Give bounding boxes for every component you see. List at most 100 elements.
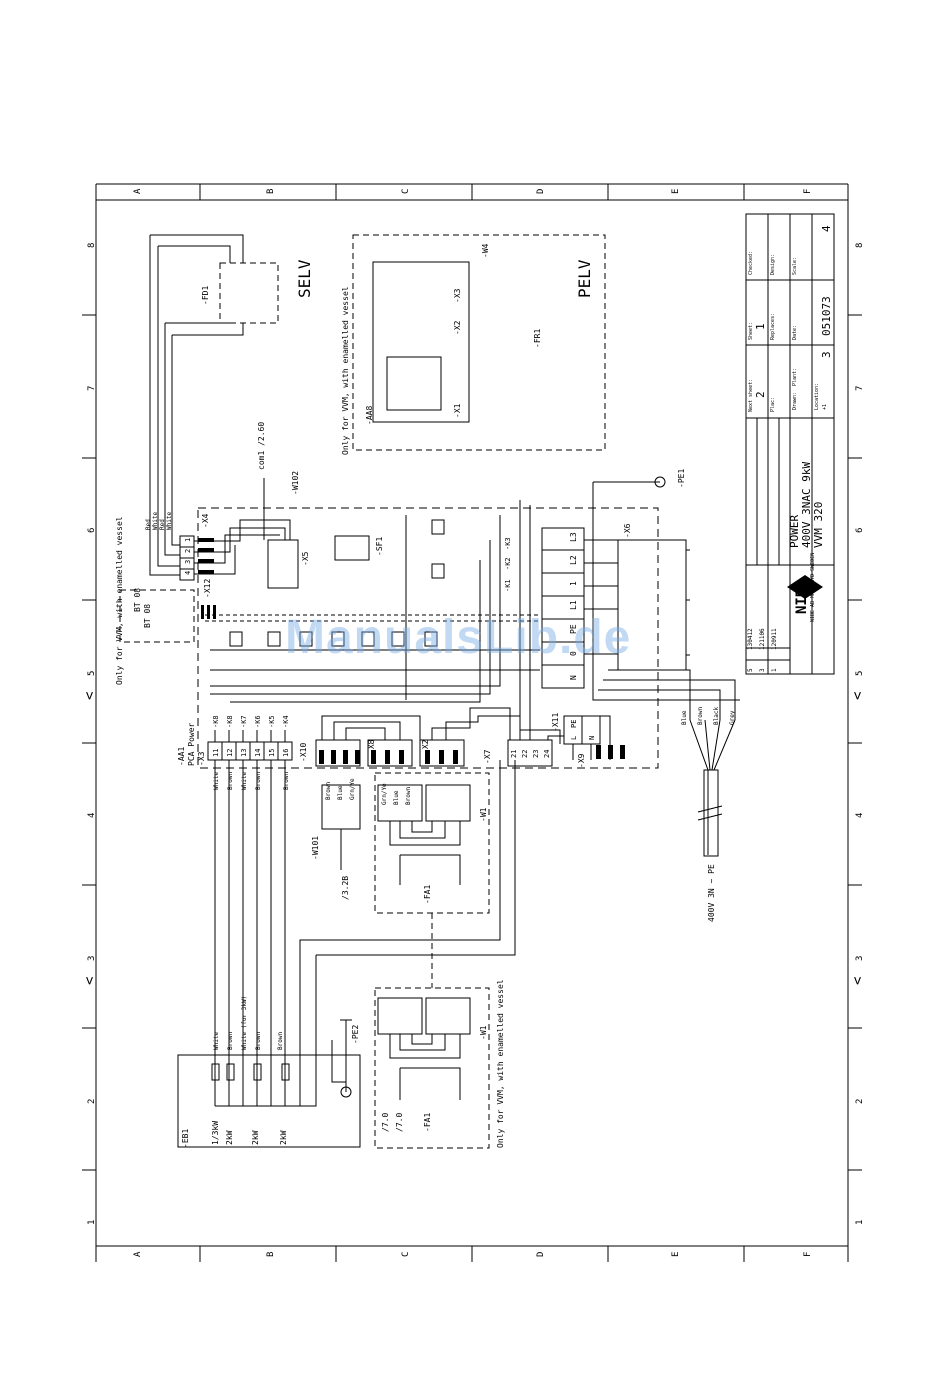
pelv-box — [352, 234, 606, 451]
fd1-label: -FD1 — [201, 286, 210, 305]
x6-term-0: 0 — [569, 651, 578, 656]
w101-label: -W101 — [311, 836, 320, 860]
eb1-wire-4: Brown — [255, 1032, 262, 1050]
grid-col-c-top: C — [401, 189, 411, 194]
x12-label: -X12 — [203, 579, 212, 598]
x5-label: -X5 — [301, 551, 310, 566]
grid-row-1-left: 1 — [87, 1220, 97, 1225]
k3-label: -K3 — [504, 537, 512, 550]
cable-black: Black — [713, 707, 720, 725]
grid-col-f-top: F — [803, 189, 813, 194]
fa1-enamelled-note: Only for VVM, with enamelled vessel — [496, 979, 505, 1148]
x10-wire-1: Brown — [325, 782, 332, 800]
x3-term-13: 13 — [240, 749, 248, 757]
grid-row-5-left: 5 — [87, 671, 97, 676]
x11-term-l: L — [570, 736, 578, 740]
x3-wire-5: Brown — [283, 772, 290, 790]
eb1-rating-1: 1/3kW — [211, 1121, 220, 1145]
x4-label: -X4 — [201, 513, 210, 528]
grid-col-d-bottom: D — [536, 1252, 546, 1257]
fa1-upper-label: -FA1 — [423, 885, 432, 904]
x11-term-pe: PE — [570, 720, 578, 728]
tb-next-sheet-label: Next sheet: — [748, 379, 754, 412]
w1-upper-label: -W1 — [479, 807, 488, 822]
w1-lower-label: -W1 — [479, 1025, 488, 1040]
sf1-label: -SF1 — [375, 537, 384, 556]
grid-row-3-right: 3 — [855, 956, 865, 961]
aa1-label: -AA1 — [177, 747, 186, 766]
x7-term-23: 23 — [532, 750, 540, 758]
sheet-number: 3 — [820, 351, 833, 358]
bt-enamelled-note: Only for VVM, with enamelled vessel — [115, 516, 124, 685]
eb1-rating-2: 2kW — [225, 1130, 234, 1145]
revision-number: 4 — [820, 225, 833, 232]
center-arrow-left-5: < — [82, 692, 98, 700]
rev-row-1-date: 130412 — [747, 628, 754, 650]
company-address: NIBE AB MARKARYD SWEDEN — [810, 553, 816, 622]
supply-label: 400V 3N ~ PE — [707, 864, 716, 922]
watermark: ManualsLib.de — [285, 611, 632, 664]
pelv-enamelled-note: Only for VVM, with enamelled vessel — [341, 286, 350, 455]
drawing-number: 051073 — [820, 296, 833, 336]
ref-328-label: /3.2B — [341, 876, 350, 900]
grid-col-d-top: D — [536, 189, 546, 194]
tb-plac-label: Plac: — [770, 397, 776, 412]
eb1-rating-3: 2kW — [251, 1130, 260, 1145]
rev-row-3-date: 120911 — [771, 628, 778, 650]
eb1-wire-1: White — [213, 1032, 220, 1050]
tb-date-label: Date: — [792, 325, 798, 340]
selv-label: SELV — [295, 259, 314, 298]
aa8-board — [372, 261, 470, 423]
tb-checked-label: Checked: — [748, 251, 754, 275]
x4-wire-4: White — [166, 512, 173, 530]
tb-location-value: +1 — [822, 404, 828, 410]
x11-label: -X11 — [551, 713, 560, 732]
x2-pelv-label: -X2 — [453, 320, 462, 335]
grid-row-7-right: 7 — [855, 386, 865, 391]
x4-term-4: 4 — [184, 571, 192, 575]
x3-k-1: -K8 — [212, 715, 220, 728]
x6-term-l1: L1 — [569, 600, 578, 610]
bt-label-2: BT 08 — [143, 604, 152, 628]
tb-scale-label: Scale: — [792, 257, 798, 275]
x7-label: -X7 — [483, 749, 492, 764]
w4-label: -W4 — [481, 243, 490, 258]
tb-sheet-label: Sheet: — [748, 322, 754, 340]
title-line-2: 400V 3NAC 9kW — [800, 462, 813, 548]
ref-70-label-2: /7.0 — [395, 1113, 404, 1132]
grid-col-e-bottom: E — [671, 1252, 681, 1257]
x1-pelv-label: -X1 — [453, 403, 462, 418]
rev-row-1-num: 5 — [747, 668, 754, 672]
k1-label: -K1 — [504, 579, 512, 592]
tb-location-label: Location: — [814, 383, 820, 410]
grid-col-c-bottom: C — [401, 1252, 411, 1257]
ref-70-label-1: /7.0 — [381, 1113, 390, 1132]
fr1-label: -FR1 — [533, 329, 542, 348]
x3-label: -X3 — [197, 751, 206, 766]
x6-term-1: 1 — [569, 581, 578, 586]
tb-drawn-label: Drawn: — [792, 392, 798, 410]
grid-col-b-bottom: B — [266, 1252, 276, 1257]
grid-col-a-bottom: A — [133, 1251, 143, 1257]
pe1-label: -PE1 — [677, 469, 686, 488]
grid-row-4-right: 4 — [855, 813, 865, 818]
x6-term-n: N — [569, 675, 578, 680]
x3-k-5: -K5 — [268, 715, 276, 728]
center-arrow-left-3: < — [82, 977, 98, 985]
x4-term-2: 2 — [184, 549, 192, 553]
grid-row-4-left: 4 — [87, 813, 97, 818]
fa1-lower-label: -FA1 — [423, 1113, 432, 1132]
x4-wire-3: Red — [159, 519, 166, 530]
grid-row-6-right: 6 — [855, 528, 865, 533]
x4-term-1: 1 — [184, 538, 192, 542]
eb1-wire-3: White (for 3kW) — [241, 996, 248, 1050]
x4-term-3: 3 — [184, 560, 192, 564]
cable-grey: Grey — [729, 710, 736, 725]
center-arrow-right-5: < — [850, 692, 866, 700]
x3-wire-3: White — [241, 772, 248, 790]
x3-k-6: -K4 — [282, 715, 290, 728]
x7-term-24: 24 — [543, 750, 551, 758]
title-line-1: POWER — [788, 515, 801, 548]
rev-row-3-num: 1 — [771, 668, 778, 672]
